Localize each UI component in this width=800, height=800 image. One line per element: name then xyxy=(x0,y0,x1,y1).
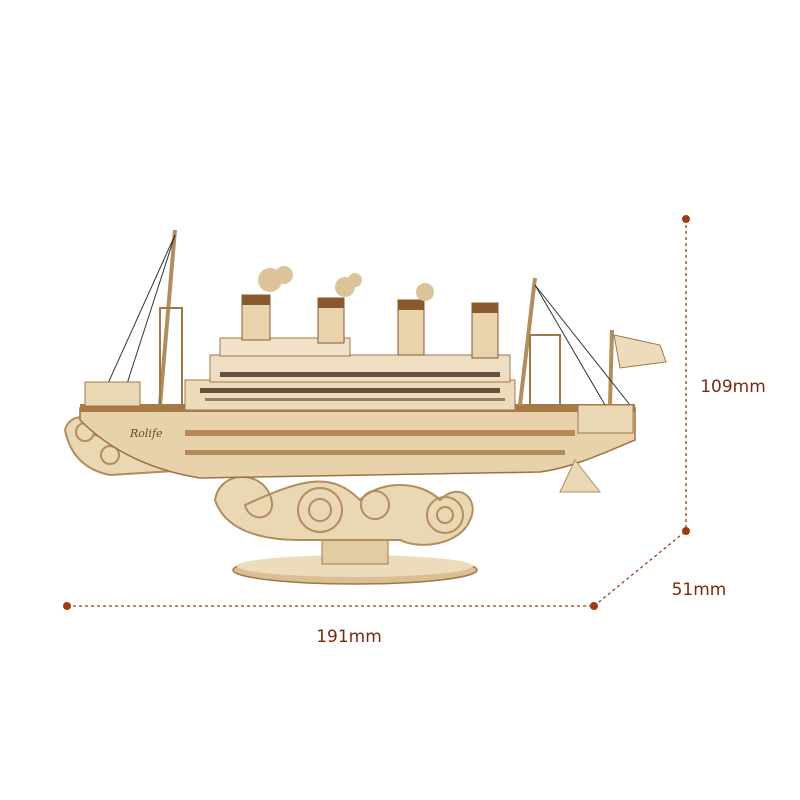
endpoint-dot xyxy=(682,215,690,223)
display-stand xyxy=(232,539,478,585)
funnels xyxy=(241,266,499,359)
ladders xyxy=(159,307,561,409)
height-label: 109mm xyxy=(700,377,766,397)
stern-railing xyxy=(577,404,634,434)
bow-railing xyxy=(84,381,141,407)
width-label: 191mm xyxy=(316,627,382,647)
rigging xyxy=(104,234,631,406)
depth-label: 51mm xyxy=(671,580,727,600)
hull xyxy=(79,404,636,493)
wave-support xyxy=(213,475,474,546)
endpoint-dot xyxy=(682,527,690,535)
endpoint-dot xyxy=(590,602,598,610)
flag xyxy=(613,334,667,369)
depth-dimension-line xyxy=(593,530,687,607)
brand-logo: Rolife xyxy=(129,427,163,440)
endpoint-dot xyxy=(63,602,71,610)
windows xyxy=(200,372,505,401)
masts xyxy=(158,229,614,406)
dimension-endpoints xyxy=(63,215,690,610)
dimension-lines xyxy=(67,219,687,607)
superstructure xyxy=(184,337,516,411)
